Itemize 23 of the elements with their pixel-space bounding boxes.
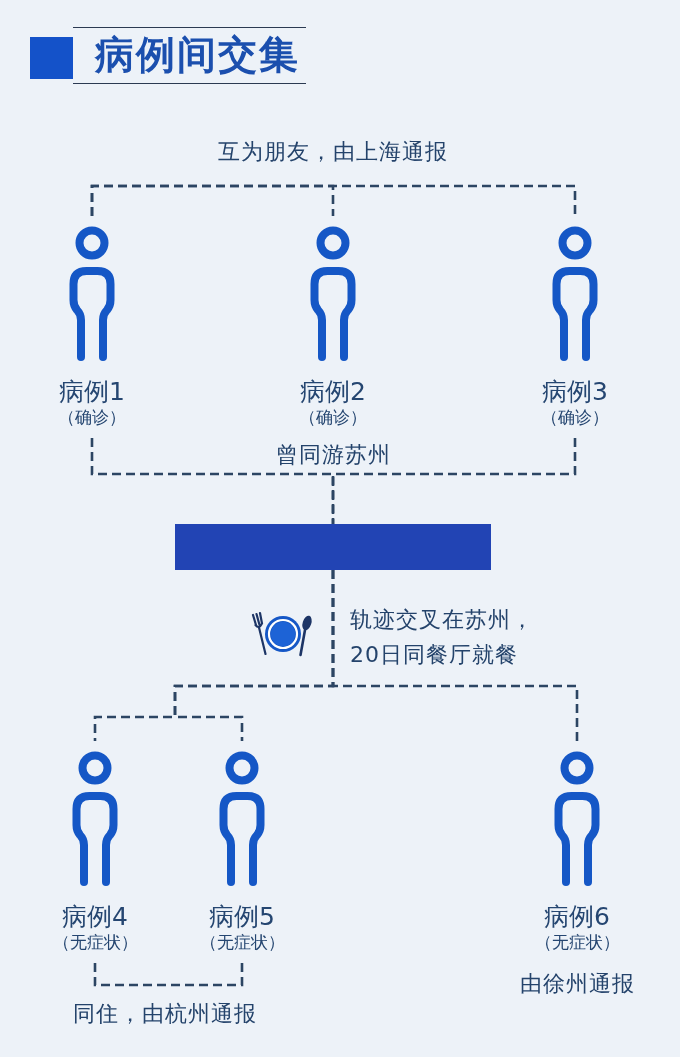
status-label: （无症状） bbox=[199, 931, 285, 953]
status-label: （确诊） bbox=[541, 406, 609, 428]
case-label: 病例4 bbox=[62, 903, 128, 931]
blank-panel bbox=[175, 524, 491, 570]
case-label: 病例5 bbox=[209, 903, 275, 931]
title: 病例间交集 bbox=[73, 27, 306, 84]
connector-line bbox=[331, 570, 579, 741]
status-label: （确诊） bbox=[58, 406, 126, 428]
status-label: （无症状） bbox=[52, 931, 138, 953]
caption-text: 同住，由杭州通报 bbox=[73, 1000, 257, 1028]
case-label: 病例6 bbox=[544, 903, 610, 931]
status-label: （无症状） bbox=[534, 931, 620, 953]
caption-text: 轨迹交叉在苏州，20日同餐厅就餐 bbox=[350, 606, 535, 669]
connector-line bbox=[331, 438, 577, 524]
connector-line bbox=[93, 963, 244, 987]
status-label: （确诊） bbox=[299, 406, 367, 428]
note-text: 由徐州通报 bbox=[519, 970, 635, 998]
caption-text: 互为朋友，由上海通报 bbox=[218, 138, 448, 166]
connector-line bbox=[90, 184, 577, 216]
case-label: 病例1 bbox=[59, 378, 125, 406]
caption-text: 曾同游苏州 bbox=[275, 441, 391, 469]
case-label: 病例2 bbox=[300, 378, 366, 406]
case-label: 病例3 bbox=[542, 378, 608, 406]
